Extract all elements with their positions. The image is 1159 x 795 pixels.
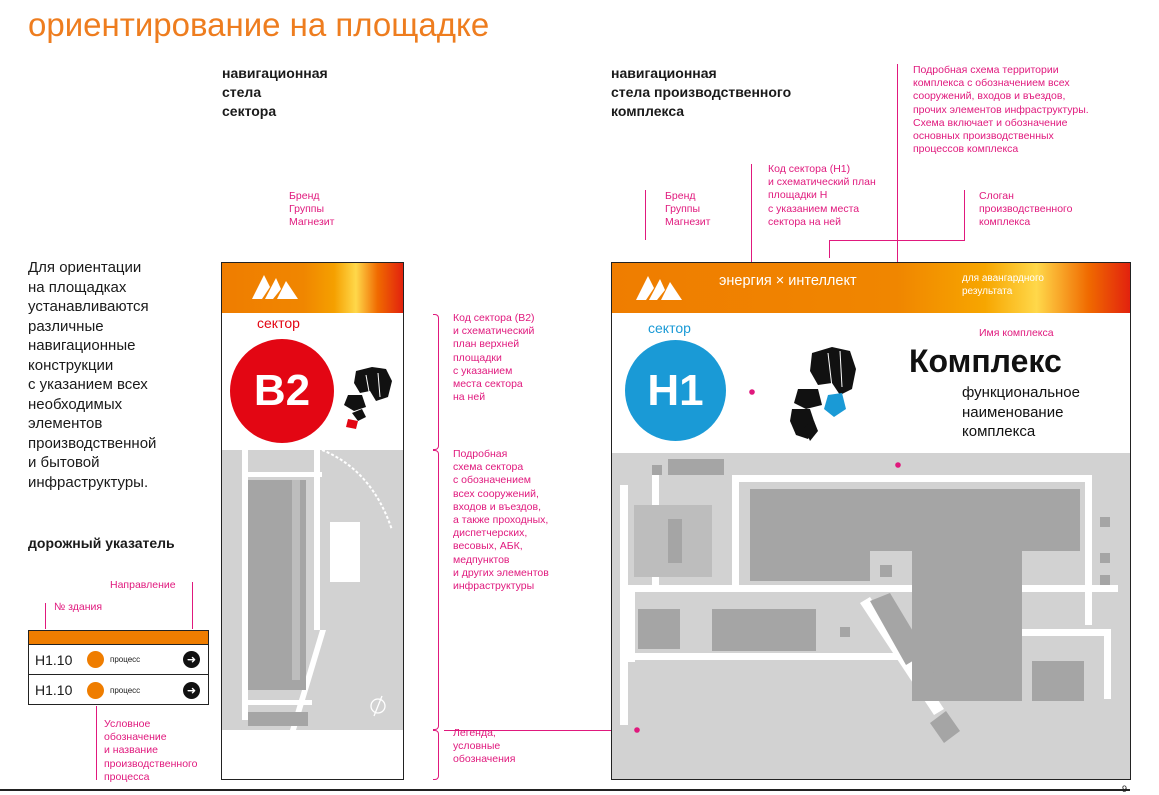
page-title: ориентирование на площадке bbox=[28, 6, 490, 43]
arrow-right-icon: ➜ bbox=[183, 681, 200, 699]
scheme-brace bbox=[433, 450, 439, 730]
sector-legend-note: Легенда, условные обозначения bbox=[453, 727, 516, 766]
complex-code-note: Код сектора (Н1) и схематический план пл… bbox=[768, 163, 876, 228]
slogan-leader-left bbox=[829, 240, 831, 258]
direction-leader-line bbox=[192, 582, 194, 629]
sector-code-badge: В2 bbox=[230, 339, 334, 443]
sector-label: сектор bbox=[257, 315, 300, 331]
site-plan-icon bbox=[790, 347, 856, 441]
complex-name: Комплекс bbox=[909, 343, 1062, 379]
intro-text: Для ориентации на площадках устанавливаю… bbox=[28, 259, 157, 491]
bottom-rule bbox=[0, 789, 1130, 791]
complex-function-name: функциональное наименование комплекса bbox=[962, 384, 1080, 440]
process-dot-icon bbox=[87, 651, 104, 668]
sector-scheme-map bbox=[222, 449, 403, 730]
road-sign-heading: дорожный указатель bbox=[28, 535, 175, 551]
complex-brand-band: энергия × интеллект для авангардного рез… bbox=[612, 263, 1130, 313]
complex-scheme-map bbox=[612, 453, 1130, 779]
territory-note: Подробная схема территории комплекса с о… bbox=[913, 64, 1089, 156]
direction-note: Направление bbox=[110, 579, 176, 591]
sector-stela: сектор В2 bbox=[221, 262, 404, 780]
slogan-leader-right bbox=[964, 190, 966, 240]
legend-leader-line bbox=[444, 730, 637, 732]
road-sign-row: Н1.10 процесс ➜ bbox=[29, 645, 208, 675]
magnezit-logo-icon bbox=[636, 276, 682, 300]
road-sign-band bbox=[29, 631, 208, 645]
process-name: процесс bbox=[110, 685, 141, 695]
building-number: Н1.10 bbox=[35, 651, 73, 668]
road-sign-row: Н1.10 процесс ➜ bbox=[29, 675, 208, 705]
arrow-right-icon: ➜ bbox=[183, 651, 200, 668]
complex-name-note: Имя комплекса bbox=[979, 327, 1054, 339]
slogan-text: энергия × интеллект bbox=[719, 273, 857, 289]
process-leader-line bbox=[96, 706, 98, 780]
page-number: 9 bbox=[1122, 784, 1128, 794]
sector-label: сектор bbox=[648, 320, 691, 336]
building-leader-line bbox=[45, 603, 47, 629]
building-note: № здания bbox=[54, 601, 103, 613]
brand-band bbox=[222, 263, 403, 313]
slogan-note: Слоган производственного комплекса bbox=[979, 190, 1073, 229]
brand-leader-line bbox=[645, 190, 647, 240]
legend-brace bbox=[433, 730, 439, 780]
process-name: процесс bbox=[110, 655, 141, 664]
slogan-sub-text: для авангардного результата bbox=[962, 273, 1044, 297]
sector-brand-note: Бренд Группы Магнезит bbox=[289, 190, 335, 229]
magnezit-logo-icon bbox=[252, 275, 298, 299]
code-brace bbox=[433, 314, 439, 450]
building-number: Н1.10 bbox=[35, 682, 73, 698]
sector-map-drawing bbox=[222, 449, 403, 730]
road-sign: Н1.10 процесс ➜ Н1.10 процесс ➜ bbox=[28, 630, 209, 705]
slogan-leader-horizontal bbox=[829, 240, 965, 242]
site-plan-icon bbox=[344, 367, 392, 429]
process-note: Условное обозначение и название производ… bbox=[104, 718, 198, 783]
sector-code-badge: Н1 bbox=[625, 340, 726, 441]
complex-stela: энергия × интеллект для авангардного рез… bbox=[611, 262, 1131, 780]
sector-scheme-note: Подробная схема сектора с обозначением в… bbox=[453, 448, 549, 593]
complex-brand-note: Бренд Группы Магнезит bbox=[665, 190, 711, 229]
process-dot-icon bbox=[87, 681, 104, 699]
sector-stela-heading: навигационная стела сектора bbox=[222, 65, 328, 119]
complex-stela-heading: навигационная стела производственного ко… bbox=[611, 65, 792, 119]
sector-code-note: Код сектора (В2) и схематический план ве… bbox=[453, 312, 535, 404]
complex-map-drawing bbox=[612, 453, 1130, 779]
